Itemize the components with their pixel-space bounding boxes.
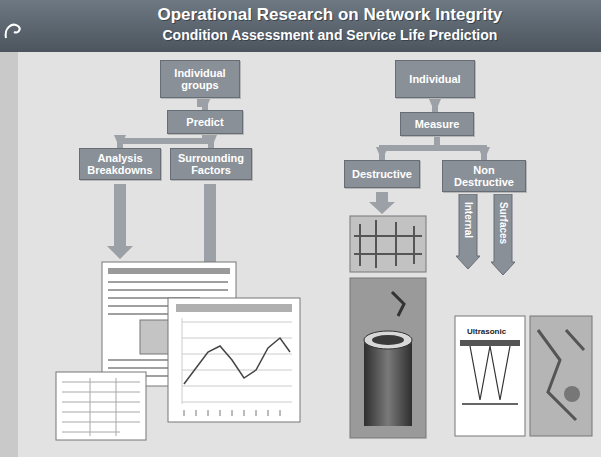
pipe-wall xyxy=(460,340,520,346)
pipe-sample-photo xyxy=(350,278,426,438)
flow-arrow xyxy=(205,134,211,148)
flow-arrow xyxy=(432,98,438,112)
box-text: Measure xyxy=(415,118,460,130)
box-text: Individual groups xyxy=(166,67,234,91)
chart-frame xyxy=(168,298,300,422)
box-text: Analysis Breakdowns xyxy=(85,152,155,176)
photo-frame xyxy=(350,216,426,272)
line-chart xyxy=(168,298,300,422)
flow-arrow xyxy=(200,98,205,110)
test-rig-photo xyxy=(350,216,426,272)
down-arrow-label: Surfaces xyxy=(491,194,515,275)
process-box: Individual xyxy=(395,60,475,98)
pipe-body xyxy=(364,340,412,426)
box-text: Non Destructive xyxy=(448,164,520,188)
photo-frame xyxy=(350,278,426,438)
block-arrow xyxy=(369,192,395,214)
arrow-body xyxy=(491,194,515,275)
process-box: Individual groups xyxy=(160,60,240,98)
logo-mark xyxy=(6,25,20,38)
sound-paths xyxy=(470,346,510,400)
slide-subtitle: Condition Assessment and Service Life Pr… xyxy=(163,27,498,44)
flow-arrow xyxy=(437,136,484,160)
equipment xyxy=(538,330,584,420)
table-screenshot xyxy=(56,372,146,440)
ultrasonic-diagram xyxy=(455,316,525,436)
process-box: Predict xyxy=(167,110,243,134)
box-text: Individual xyxy=(409,73,460,85)
arrow-body xyxy=(456,194,480,269)
arrow-text: Surfaces xyxy=(497,202,509,244)
pipe-bore xyxy=(372,335,404,345)
document-header xyxy=(108,268,230,274)
diagram-frame xyxy=(455,316,525,436)
process-box: Destructive xyxy=(344,160,420,188)
chart-grid xyxy=(182,318,292,404)
slide-title: Operational Research on Network Integrit… xyxy=(158,5,503,25)
title-banner xyxy=(0,0,601,52)
process-box: Non Destructive xyxy=(442,160,526,192)
block-arrow xyxy=(107,184,133,259)
box-text: Destructive xyxy=(352,168,412,180)
back-wall xyxy=(462,403,518,405)
table-grid xyxy=(62,378,140,436)
down-arrow-label: Internal xyxy=(456,194,480,269)
figure-label: Ultrasonic xyxy=(466,327,507,337)
tool xyxy=(392,292,404,316)
process-box: Analysis Breakdowns xyxy=(79,148,161,180)
box-text: Predict xyxy=(186,116,223,128)
field-photo xyxy=(530,316,592,436)
equipment xyxy=(564,386,580,402)
axis-ticks xyxy=(184,410,280,416)
photo-frame xyxy=(530,316,592,436)
pipe-end xyxy=(364,331,412,349)
arrow-text: Internal xyxy=(462,202,474,238)
process-box: Surrounding Factors xyxy=(170,148,252,180)
process-box: Measure xyxy=(400,112,474,136)
chart-heading xyxy=(176,304,292,312)
side-band xyxy=(0,52,18,457)
flow-arrow xyxy=(120,134,205,148)
box-text: Surrounding Factors xyxy=(176,152,246,176)
document-page xyxy=(56,372,146,440)
flow-arrow xyxy=(382,136,437,160)
rig-frame xyxy=(354,220,422,268)
chart-line xyxy=(184,338,290,384)
